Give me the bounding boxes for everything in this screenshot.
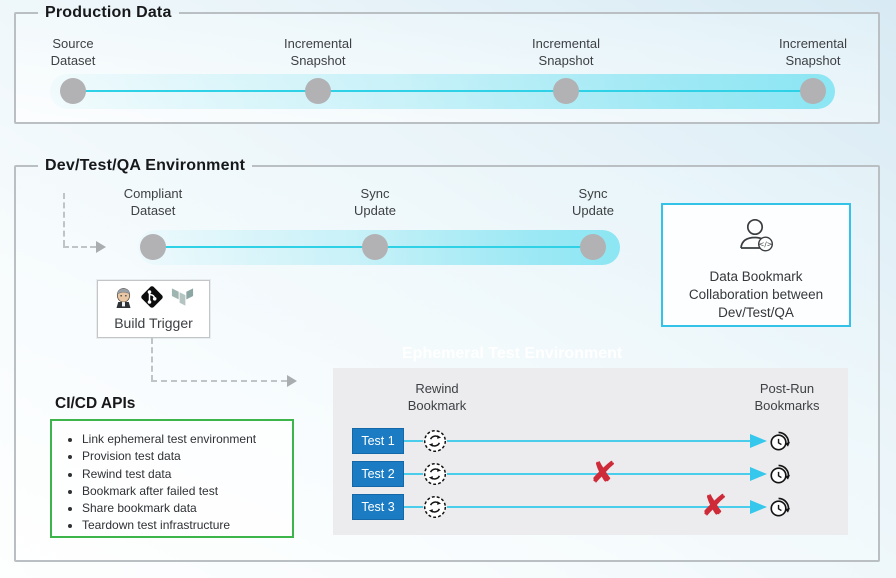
- rewind-bookmark-icon: [423, 495, 447, 524]
- rewind-bookmark-icon: [423, 462, 447, 491]
- test-row-line: [447, 506, 750, 508]
- node-label-incremental-snapshot-2: Incremental Snapshot: [532, 36, 600, 68]
- production-timeline-line: [73, 90, 813, 92]
- cicd-list-item: Share bookmark data: [82, 500, 292, 517]
- post-run-bookmark-icon: [768, 496, 791, 524]
- arrowhead-cyan-icon: [750, 467, 767, 481]
- cicd-list-item: Link ephemeral test environment: [82, 431, 292, 448]
- dashed-connector-horizontal: [151, 380, 287, 382]
- cicd-list-item: Provision test data: [82, 448, 292, 465]
- production-data-title: Production Data: [45, 4, 172, 21]
- test-failed-x-icon: ✘: [699, 487, 729, 524]
- test-row-line: [404, 473, 423, 475]
- timeline-node-dot: [140, 234, 166, 260]
- test-failed-x-icon: ✘: [588, 454, 618, 491]
- node-label-source-dataset: Source Dataset: [50, 36, 96, 68]
- timeline-node-dot: [580, 234, 606, 260]
- timeline-node-dot: [553, 78, 579, 104]
- test-3-badge: Test 3: [352, 494, 404, 520]
- data-bookmark-collab-box: </> Data Bookmark Collaboration between …: [661, 203, 851, 327]
- user-code-icon: </>: [734, 217, 778, 262]
- rewind-bookmark-header: Rewind Bookmark: [407, 381, 467, 413]
- test-1-badge: Test 1: [352, 428, 404, 454]
- node-label-sync-update-1: Sync Update: [354, 186, 396, 218]
- dashed-connector-horizontal: [63, 246, 96, 248]
- test-row-line: [447, 440, 750, 442]
- post-run-bookmarks-header: Post-Run Bookmarks: [754, 381, 820, 413]
- test-row-line: [404, 440, 423, 442]
- test-2-badge: Test 2: [352, 461, 404, 487]
- build-trigger-icons: [113, 286, 195, 314]
- post-run-bookmark-icon: [768, 463, 791, 491]
- cicd-apis-title: CI/CD APIs: [55, 395, 136, 412]
- svg-text:</>: </>: [758, 241, 772, 249]
- timeline-node-dot: [800, 78, 826, 104]
- cicd-list-item: Bookmark after failed test: [82, 483, 292, 500]
- cicd-apis-list: Link ephemeral test environment Provisio…: [82, 431, 292, 535]
- collab-box-text: Data Bookmark Collaboration between Dev/…: [688, 269, 824, 320]
- test-row-line: [404, 506, 423, 508]
- rewind-bookmark-icon: [423, 429, 447, 458]
- git-icon: [139, 284, 165, 315]
- cicd-list-item: Teardown test infrastructure: [82, 517, 292, 534]
- arrowhead-gray-icon: [96, 241, 106, 253]
- cicd-list-item: Rewind test data: [82, 466, 292, 483]
- ephemeral-test-environment-label: Ephemeral Test Environment: [402, 345, 623, 362]
- build-trigger-box: Build Trigger: [97, 280, 210, 338]
- cicd-apis-box: Link ephemeral test environment Provisio…: [50, 419, 294, 538]
- node-label-compliant-dataset: Compliant Dataset: [123, 186, 183, 218]
- timeline-node-dot: [305, 78, 331, 104]
- dev-test-qa-title: Dev/Test/QA Environment: [45, 157, 246, 174]
- node-label-incremental-snapshot-3: Incremental Snapshot: [779, 36, 847, 68]
- timeline-node-dot: [362, 234, 388, 260]
- build-trigger-label: Build Trigger: [114, 314, 193, 331]
- post-run-bookmark-icon: [768, 430, 791, 458]
- arrowhead-cyan-icon: [750, 434, 767, 448]
- terraform-icon: [170, 286, 195, 313]
- arrowhead-gray-icon: [287, 375, 297, 387]
- dashed-connector-vertical: [151, 338, 153, 381]
- dashed-connector-vertical: [63, 193, 65, 246]
- node-label-sync-update-2: Sync Update: [572, 186, 614, 218]
- node-label-incremental-snapshot-1: Incremental Snapshot: [284, 36, 352, 68]
- test-row-line: [447, 473, 750, 475]
- arrowhead-cyan-icon: [750, 500, 767, 514]
- jenkins-icon: [113, 286, 134, 314]
- timeline-node-dot: [60, 78, 86, 104]
